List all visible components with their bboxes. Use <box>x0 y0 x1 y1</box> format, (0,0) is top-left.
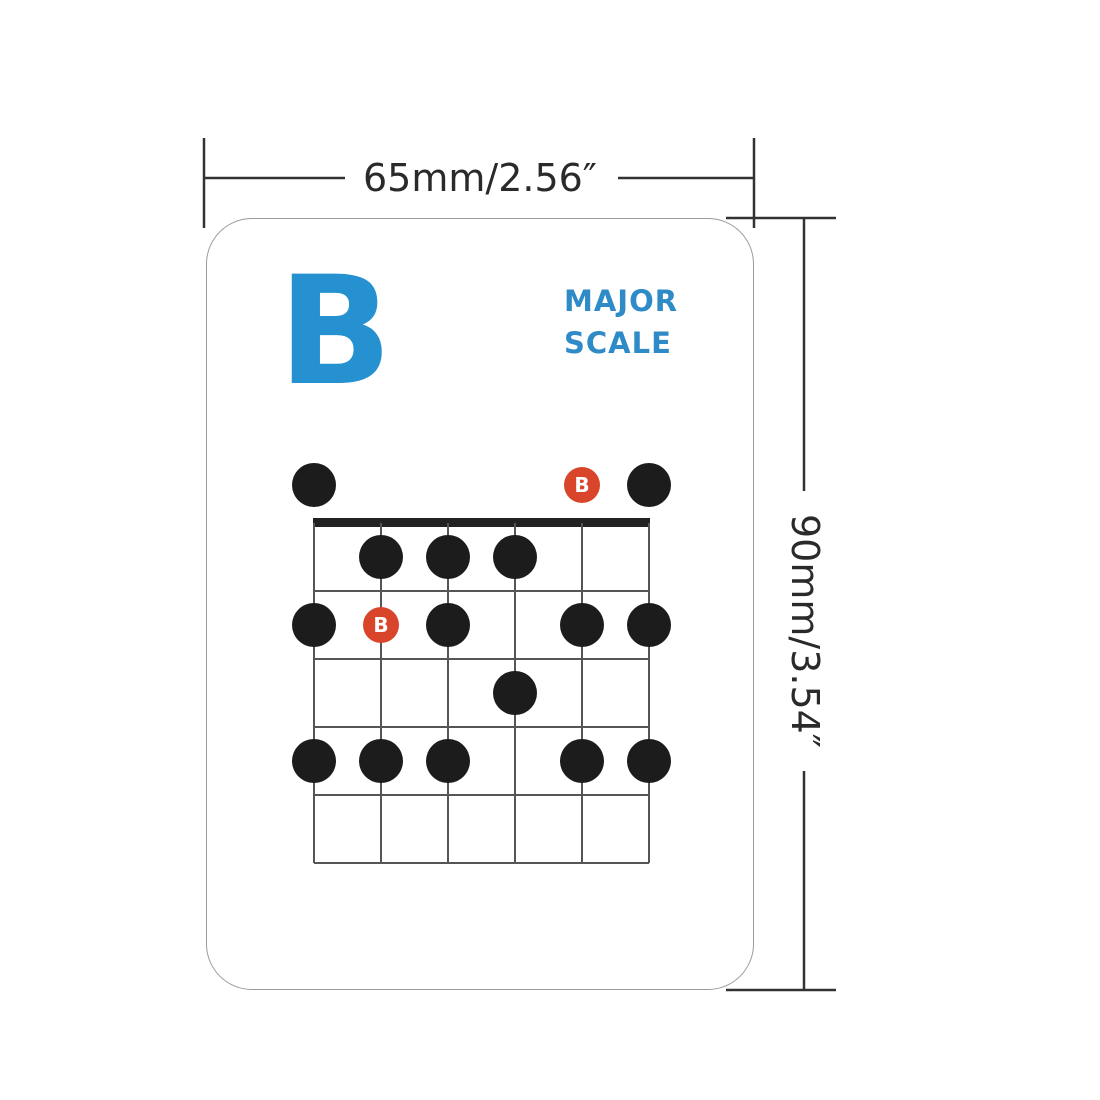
scale-title: MAJOR SCALE <box>564 280 724 364</box>
note-dot-root <box>363 607 399 643</box>
width-label: 65mm/2.56″ <box>350 150 610 206</box>
note-dot <box>560 603 604 647</box>
open-note-dot <box>627 463 671 507</box>
open-note-dot-root <box>564 467 600 503</box>
note-dot <box>426 535 470 579</box>
open-note-dot <box>292 463 336 507</box>
note-dot <box>292 603 336 647</box>
note-dot <box>627 739 671 783</box>
note-dot <box>493 671 537 715</box>
scale-title-line2: SCALE <box>564 326 672 360</box>
note-dot <box>493 535 537 579</box>
nut <box>313 518 650 527</box>
note-dot <box>560 739 604 783</box>
root-note-label: B <box>373 613 388 637</box>
scale-card <box>206 218 754 990</box>
root-note-label: B <box>574 473 589 497</box>
note-dot <box>426 603 470 647</box>
note-dot <box>359 739 403 783</box>
key-letter: B <box>278 245 393 419</box>
note-dot <box>627 603 671 647</box>
note-dot <box>359 535 403 579</box>
scale-title-line1: MAJOR <box>564 284 679 318</box>
note-dot <box>292 739 336 783</box>
note-dot <box>426 739 470 783</box>
